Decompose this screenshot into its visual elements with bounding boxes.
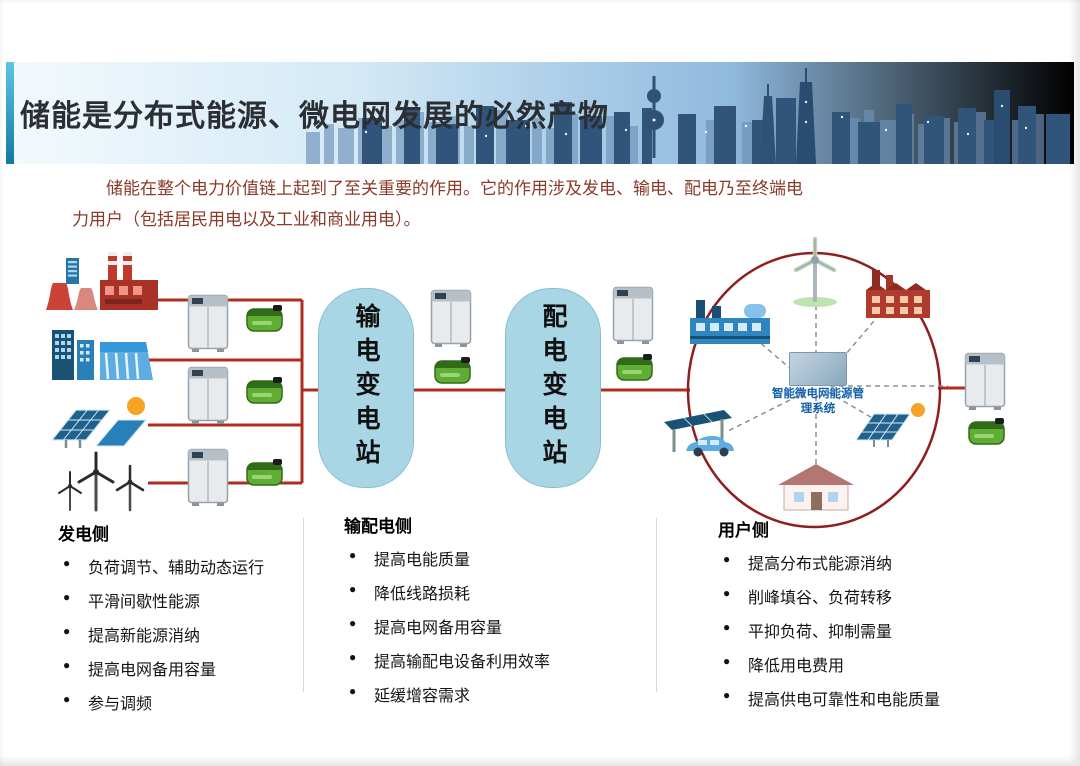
column-heading: 发电侧: [58, 525, 109, 544]
list-item: 削峰填谷、负荷转移: [718, 584, 1028, 608]
microgrid-label: 智能微电网能源管理系统: [772, 388, 864, 415]
factory-icon: [860, 266, 942, 321]
list-item: 提高分布式能源消纳: [718, 550, 1028, 574]
battery-icon: [434, 356, 474, 384]
page-title: 储能是分布式能源、微电网发展的必然产物: [20, 100, 609, 133]
transmission-distribution-column: 输配电侧 提高电能质量 降低线路损耗 提高电网备用容量 提高输配电设备利用效率 …: [344, 512, 644, 716]
banner: 储能是分布式能源、微电网发展的必然产物: [6, 62, 1074, 164]
solar-panel-icon: [854, 400, 930, 450]
list-item: 降低用电费用: [718, 652, 1028, 676]
list-item: 负荷调节、辅助动态运行: [58, 554, 318, 578]
control-center-image: [789, 352, 847, 386]
microgrid-control-center: 智能微电网能源管理系统: [772, 352, 864, 417]
list-item: 提高新能源消纳: [58, 622, 318, 646]
benefit-list: 提高电能质量 降低线路损耗 提高电网备用容量 提高输配电设备利用效率 延缓增容需…: [344, 546, 644, 706]
house-icon: [774, 460, 858, 512]
user-side-column: 用户侧 提高分布式能源消纳 削峰填谷、负荷转移 平抑负荷、抑制需量 降低用电费用…: [718, 516, 1028, 720]
wind-turbine-icon: [786, 236, 844, 308]
storage-cabinet-icon: [187, 366, 229, 425]
distribution-substation-label: 配电变电站: [539, 303, 567, 473]
transmission-substation-label: 输电变电站: [352, 303, 380, 473]
distribution-substation-box: 配电变电站: [505, 288, 601, 488]
list-item: 提高电网备用容量: [344, 614, 644, 638]
battery-icon: [246, 376, 286, 404]
intro-paragraph: 储能在整个电力价值链上起到了至关重要的作用。它的作用涉及发电、输电、配电乃至终端…: [72, 179, 803, 229]
battery-icon: [246, 458, 286, 486]
solar-panels-icon: [48, 394, 152, 450]
column-heading: 用户侧: [718, 521, 769, 540]
wind-turbines-icon: [56, 450, 156, 512]
industrial-plant-icon: [686, 290, 776, 348]
benefit-list: 提高分布式能源消纳 削峰填谷、负荷转移 平抑负荷、抑制需量 降低用电费用 提高供…: [718, 550, 1028, 710]
transmission-substation-box: 输电变电站: [318, 288, 414, 488]
storage-cabinet-icon: [187, 294, 229, 353]
storage-cabinet-icon: [964, 352, 1006, 411]
list-item: 提高电能质量: [344, 546, 644, 570]
city-skyline-image: [6, 62, 1074, 164]
list-item: 参与调频: [58, 690, 318, 714]
banner-accent-bar: [6, 62, 14, 164]
hydro-buildings-icon: [50, 326, 154, 384]
column-heading: 输配电侧: [344, 517, 412, 536]
list-item: 提高电网备用容量: [58, 656, 318, 680]
list-item: 平滑间歇性能源: [58, 588, 318, 612]
list-item: 延缓增容需求: [344, 682, 644, 706]
thermal-plant-icon: [44, 250, 162, 312]
battery-icon: [616, 353, 656, 381]
list-item: 平抑负荷、抑制需量: [718, 618, 1028, 642]
list-item: 降低线路损耗: [344, 580, 644, 604]
column-divider: [656, 518, 657, 692]
list-item: 提高供电可靠性和电能质量: [718, 686, 1028, 710]
storage-cabinet-icon: [430, 289, 472, 348]
ev-carport-icon: [660, 406, 752, 460]
storage-cabinet-icon: [187, 448, 229, 507]
battery-icon: [246, 304, 286, 332]
generation-side-column: 发电侧 负荷调节、辅助动态运行 平滑间歇性能源 提高新能源消纳 提高电网备用容量…: [58, 520, 318, 724]
storage-cabinet-icon: [612, 286, 654, 345]
benefit-list: 负荷调节、辅助动态运行 平滑间歇性能源 提高新能源消纳 提高电网备用容量 参与调…: [58, 554, 318, 714]
list-item: 提高输配电设备利用效率: [344, 648, 644, 672]
battery-icon: [968, 417, 1008, 445]
